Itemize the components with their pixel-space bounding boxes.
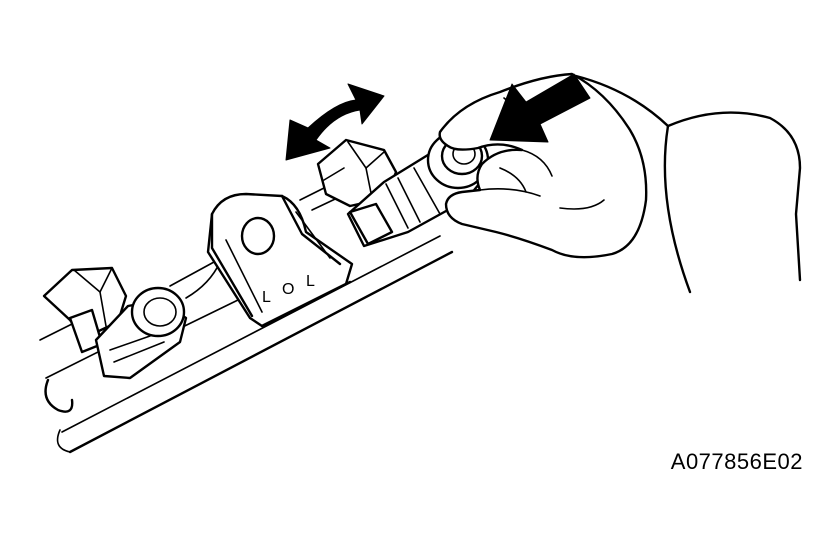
technician-hand (438, 72, 802, 294)
figure-reference-code: A077856E02 (670, 449, 803, 474)
new-fuel-injector (346, 130, 490, 248)
push-direction-arrow-icon (489, 73, 591, 143)
part-marking-l-right: L (306, 273, 315, 290)
installed-fuel-injector (42, 266, 188, 380)
fuel-delivery-pipe (39, 175, 454, 454)
part-marking-o: O (282, 281, 294, 298)
double-headed-curved-arrow-icon (285, 83, 385, 161)
mounting-bracket: L O L (206, 192, 354, 328)
part-marking-l-left: L (262, 289, 271, 306)
